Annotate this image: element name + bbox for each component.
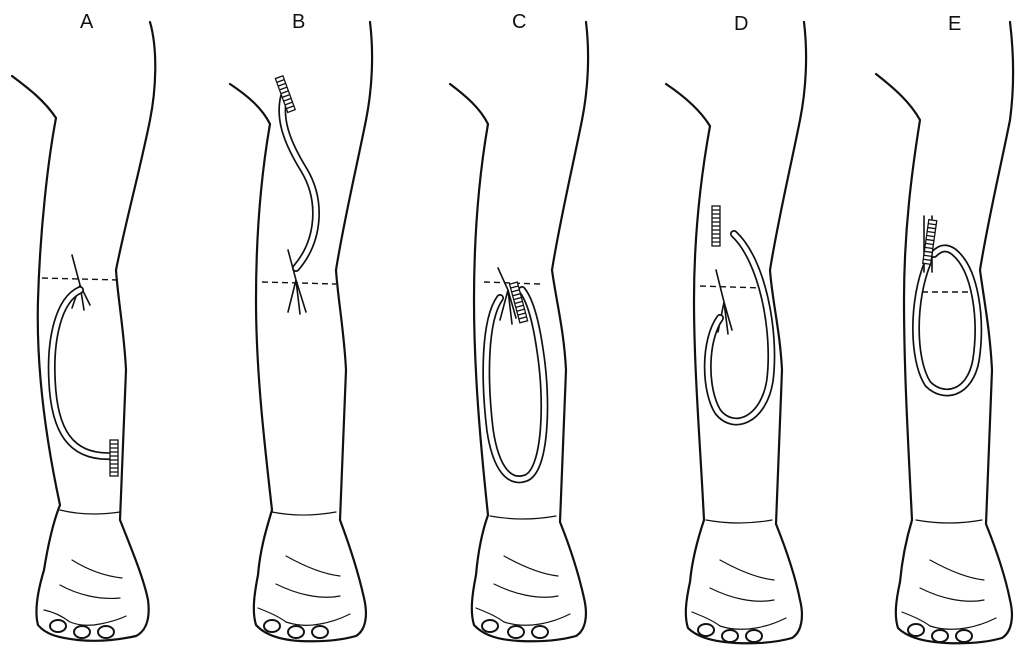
panel-d: D bbox=[666, 13, 806, 643]
arm-outline-b bbox=[230, 22, 372, 641]
panel-label-e: E bbox=[948, 13, 961, 35]
panel-label-a: A bbox=[80, 11, 94, 33]
panel-b: B bbox=[230, 11, 372, 641]
arm-outline-d bbox=[666, 22, 806, 643]
arm-outline-e bbox=[876, 22, 1013, 643]
arm-outline-c bbox=[450, 22, 588, 641]
panel-a: A bbox=[12, 11, 155, 641]
panel-label-c: C bbox=[512, 11, 526, 33]
arm-outline-a bbox=[12, 22, 155, 641]
panel-label-d: D bbox=[734, 13, 748, 35]
panel-e: E bbox=[876, 13, 1013, 643]
panel-c: C bbox=[450, 11, 588, 641]
panel-label-b: B bbox=[292, 11, 305, 33]
anastomosis-a bbox=[110, 440, 118, 476]
